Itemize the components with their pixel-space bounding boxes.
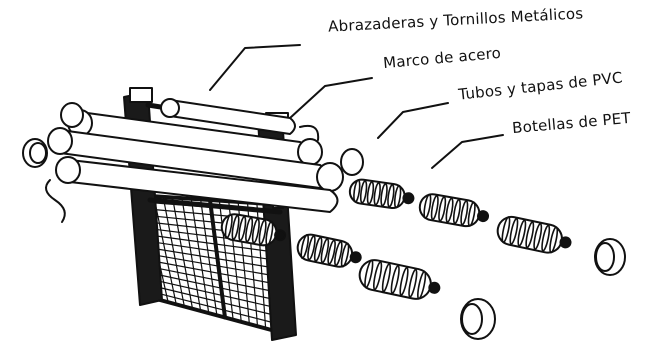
pvc-cap-left	[22, 138, 48, 168]
pvc-cap-right-1	[594, 238, 626, 276]
wire-left	[45, 179, 66, 223]
pet-bottles	[220, 178, 572, 300]
leader-bottles	[431, 134, 504, 169]
leader-clamps	[209, 44, 301, 91]
pvc-cap-mid	[340, 148, 364, 176]
leader-lines	[209, 44, 504, 169]
pet-bottle	[296, 233, 362, 268]
wire-right	[299, 124, 320, 141]
pet-bottle	[220, 213, 287, 247]
pet-bottle	[496, 215, 572, 254]
pet-bottle	[348, 178, 415, 209]
leader-pipes	[377, 102, 449, 139]
pvc-pipe-lower	[55, 156, 339, 213]
leader-frame	[289, 77, 373, 119]
pet-bottle	[358, 259, 441, 300]
pvc-cap-right-2	[460, 298, 496, 340]
pet-bottle	[418, 193, 490, 228]
pvc-cap-top	[60, 102, 84, 128]
